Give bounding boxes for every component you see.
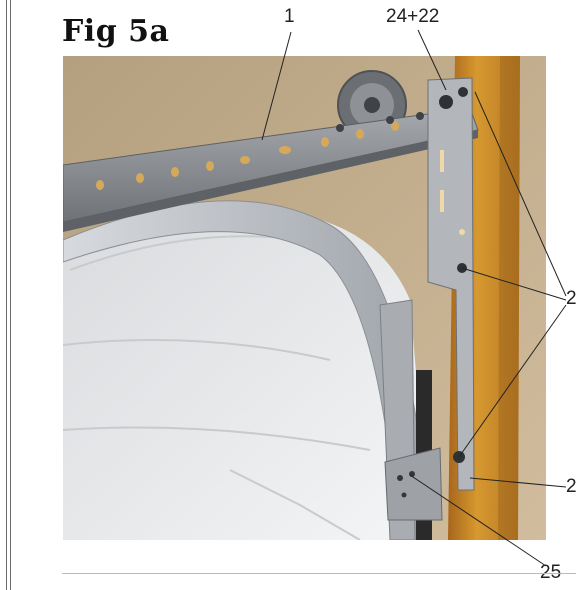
leader-lines <box>261 29 567 567</box>
photo-area <box>63 56 546 540</box>
lower-bracket <box>384 447 443 521</box>
callout-rail: 1 <box>284 6 295 27</box>
callout-side-upper: 2 <box>566 288 576 309</box>
page-border <box>6 0 11 590</box>
callout-bottom-bracket: 25 <box>540 562 562 583</box>
callout-side-lower: 2 <box>566 476 576 497</box>
callout-bracket-bolts: 24+22 <box>386 6 440 27</box>
door-panels <box>63 211 430 540</box>
vertical-bracket <box>427 77 475 491</box>
curved-track <box>63 200 431 540</box>
figure-title: Fig 5a <box>62 14 170 49</box>
bottom-rule <box>62 573 576 574</box>
rail-holes <box>96 121 399 190</box>
